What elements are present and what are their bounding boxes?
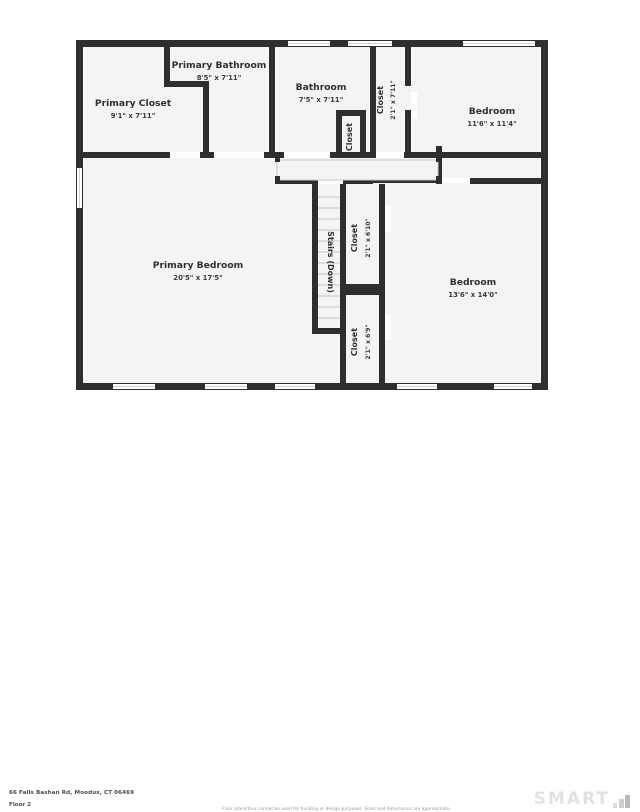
room-label-primary-bathroom: Primary Bathroom xyxy=(172,60,267,71)
room-dimensions-closet-lower: 2'1" x 6'9" xyxy=(365,324,372,359)
brand-bars-icon xyxy=(613,795,630,808)
room-label-primary-closet: Primary Closet xyxy=(95,98,172,109)
room-dimensions-closet-mid: 2'1" x 6'10" xyxy=(365,218,372,257)
room-dimensions-bedroom-se: 13'6" x 14'0" xyxy=(448,291,497,299)
room-dimensions-primary-bedroom: 20'5" x 17'5" xyxy=(173,274,222,282)
room-label-bathroom: Bathroom xyxy=(296,82,347,93)
room-label-bedroom-ne: Bedroom xyxy=(469,106,516,117)
stair-treads xyxy=(318,196,340,319)
footer: 66 Falls Bashan Rd, Moodus, CT 06469 Flo… xyxy=(0,392,640,812)
brand-wordmark: SMART xyxy=(533,789,610,809)
smart-logo: SMART xyxy=(534,791,630,808)
room-label-stairs: Stairs (Down) xyxy=(326,231,335,293)
floor-plan-drawing: Primary Closet 9'1" x 7'11" Primary Bath… xyxy=(76,40,548,390)
room-label-closet-bedroom-ne: Closet xyxy=(376,86,385,114)
window-opening-group xyxy=(77,41,535,389)
floor-plan-canvas: Primary Closet 9'1" x 7'11" Primary Bath… xyxy=(76,40,548,390)
room-dimensions-bedroom-ne: 11'6" x 11'4" xyxy=(467,120,516,128)
room-dimensions-primary-bathroom: 8'5" x 7'11" xyxy=(197,74,242,82)
floor-label: Floor 2 xyxy=(9,802,32,808)
disclaimer-text: Floor plans/tour cannot be used for buil… xyxy=(222,807,451,812)
room-dimensions-primary-closet: 9'1" x 7'11" xyxy=(111,112,156,120)
property-address: 66 Falls Bashan Rd, Moodus, CT 06469 xyxy=(9,790,135,796)
room-label-closet-hall: Closet xyxy=(345,123,354,151)
room-dimensions-bathroom: 7'5" x 7'11" xyxy=(299,96,344,104)
doorway-group xyxy=(170,92,470,340)
room-label-closet-lower: Closet xyxy=(350,328,359,356)
hallway-landing xyxy=(275,158,441,182)
room-label-bedroom-se: Bedroom xyxy=(450,277,497,288)
room-label-primary-bedroom: Primary Bedroom xyxy=(153,260,243,271)
room-label-closet-mid: Closet xyxy=(350,224,359,252)
room-dimensions-closet-bedroom-ne: 2'1" x 7'11" xyxy=(390,80,397,119)
